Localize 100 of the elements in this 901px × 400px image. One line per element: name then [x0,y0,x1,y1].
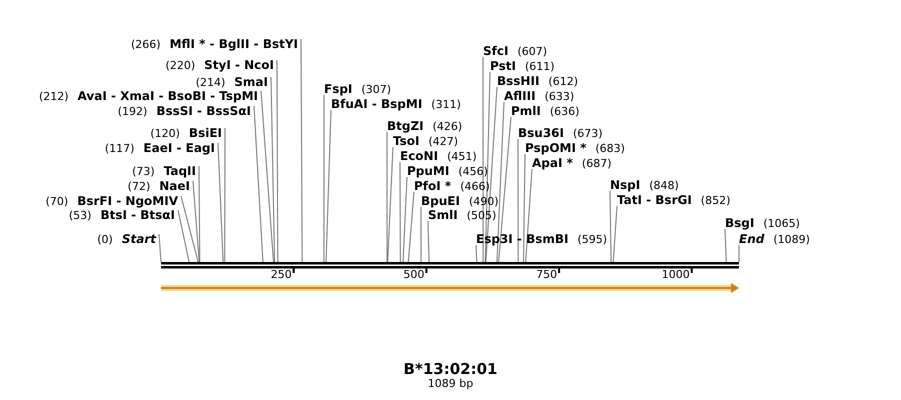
site-position: (214) [196,76,226,89]
enzyme-name: TatI - BsrGI [617,193,692,207]
leader-line [484,72,490,262]
leader-line [428,220,430,262]
leader-line [610,190,612,262]
site-position: (852) [700,194,730,207]
enzyme-name: BfuAI - BspMI [331,97,422,111]
leader-line [402,176,408,262]
leader-line [400,162,401,262]
enzyme-name: PstI [490,59,516,73]
sequence-length: 1089 bp [426,377,474,390]
leader-line [525,168,532,262]
site-position: (427) [428,135,458,148]
leader-line [612,206,618,262]
enzyme-name: TaqII [164,164,196,178]
tick-label: 250 [270,268,292,281]
enzyme-name: PmlI [511,104,541,118]
site-position: (607) [517,45,548,58]
enzyme-name: BssSI - BssSαI [156,104,251,118]
enzyme-name: SfcI [483,44,508,58]
enzyme-name: EaeI - EagI [143,141,215,155]
site-position: (633) [544,90,574,103]
enzyme-name: BtsI - BtsαI [100,208,175,222]
site-position: (456) [458,165,488,178]
site-position: (73) [132,165,155,178]
leader-line [420,206,422,262]
enzyme-name: BsgI [725,216,754,230]
leader-line [158,234,162,262]
leader-line [724,228,727,262]
enzyme-name: Bsu36I [518,126,564,140]
leader-line [178,210,190,262]
leader-line [198,166,200,262]
site-position: (70) [46,195,68,208]
site-position: (266) [131,38,161,51]
enzyme-name: SmlI [428,208,458,222]
tick-label: 750 [536,268,558,281]
leader-line [300,38,303,262]
enzyme-name: NaeI [159,179,190,193]
sequence-end-label: Start [122,232,156,246]
diagram-title: B*13:02:01 [402,360,498,378]
enzyme-name: FspI [324,82,352,96]
site-position: (466) [460,180,490,193]
site-position: (117) [104,142,134,155]
leader-line [498,116,512,262]
enzyme-name: ApaI * [532,156,573,170]
enzyme-name: AflIII [504,89,536,103]
enzyme-name: SmaI [234,75,268,89]
enzyme-name: PpuMI [407,164,450,178]
leader-line [254,106,264,262]
site-position: (505) [466,209,496,222]
leader-line [408,192,414,262]
leader-line [323,94,324,262]
site-position: (426) [432,120,462,133]
leader-line [224,128,226,262]
leader-line [276,60,278,262]
site-position: (53) [68,209,92,222]
sequence-end-label: End [739,232,764,246]
enzyme-name: PspOMI * [525,141,586,155]
enzyme-name: PfoI * [414,179,452,193]
leader-line [326,110,332,262]
leader-line [496,102,504,262]
site-position: (451) [447,150,477,163]
site-position: (595) [577,233,608,246]
leader-line [218,142,224,262]
enzyme-name: BtgZI [387,119,424,133]
enzyme-name: BssHII [497,74,540,88]
site-position: (120) [150,127,180,140]
site-position: (848) [649,179,679,192]
leader-line [270,76,276,262]
site-position: (611) [524,60,555,73]
tick-label: 500 [403,268,424,281]
site-position: (192) [118,105,148,118]
site-position: (673) [573,127,603,140]
enzyme-name: TsoI [393,134,420,148]
site-position: (636) [550,105,580,118]
enzyme-name: MflI * - BglII - BstYI [170,37,298,51]
site-position: (307) [361,83,391,96]
leader-line [386,132,388,262]
leader-line [482,56,484,262]
site-position: (212) [38,90,69,103]
leader-line [476,244,478,262]
tick-label: 1000 [662,268,690,281]
leader-line [485,86,498,262]
site-position: (72) [128,180,150,193]
site-position: (683) [595,142,625,155]
leader-line [387,146,394,262]
leader-line [260,90,274,262]
leader-line [180,196,199,262]
site-position: (1089) [773,233,810,246]
enzyme-name: BpuEI [421,194,460,208]
site-position: (311) [431,98,461,111]
site-position: (687) [582,157,612,170]
leader-line [523,154,526,262]
leader-line [518,138,519,262]
enzyme-name: NspI [610,178,640,192]
enzyme-name: BsrFI - NgoMIV [77,194,178,208]
leader-line [738,244,740,262]
enzyme-name: Esp3I - BsmBI [476,232,568,246]
site-position: (0) [97,233,113,246]
enzyme-name: BsiEI [188,126,222,140]
